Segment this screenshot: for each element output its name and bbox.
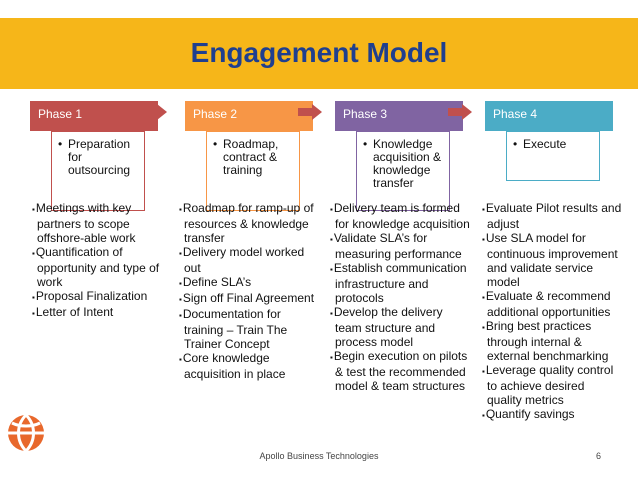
phase-1-item: Proposal Finalization xyxy=(32,289,172,305)
phase-1-box: •Preparation for outsourcing xyxy=(51,131,145,211)
page-number: 6 xyxy=(596,451,602,461)
phase-3-item: Establish communication infrastructure a… xyxy=(330,261,470,305)
phase-1-details: Meetings with key partners to scope offs… xyxy=(32,201,172,321)
phase-4-details: Evaluate Pilot results and adjust Use SL… xyxy=(482,201,622,423)
phase-4-item: Leverage quality control to achieve desi… xyxy=(482,363,622,407)
phase-2-item: Delivery model worked out xyxy=(179,245,319,275)
phase-2-item: Documentation for training – Train The T… xyxy=(179,307,319,351)
phase-3-box-text: Knowledge acquisition & knowledge transf… xyxy=(373,137,442,190)
arrow-3-icon xyxy=(448,104,472,120)
phase-3-item: Validate SLA’s for measuring performance xyxy=(330,231,470,261)
arrow-2-icon xyxy=(298,104,322,120)
phase-1-header: Phase 1 xyxy=(30,101,158,131)
phase-2-item: Define SLA’s xyxy=(179,275,319,291)
phase-3-item: Begin execution on pilots & test the rec… xyxy=(330,349,470,393)
phase-4-box: •Execute xyxy=(506,131,600,181)
phase-2-details: Roadmap for ramp-up of resources & knowl… xyxy=(179,201,319,381)
phase-3-details: Delivery team is formed for knowledge ac… xyxy=(330,201,470,393)
phase-3-header: Phase 3 xyxy=(335,101,463,131)
phase-1-box-text: Preparation for outsourcing xyxy=(68,137,131,177)
phase-4-item: Use SLA model for continuous improvement… xyxy=(482,231,622,289)
globe-logo-icon xyxy=(8,413,44,453)
phase-4-header: Phase 4 xyxy=(485,101,613,131)
phase-1-label: Phase 1 xyxy=(38,107,83,121)
phase-1-item: Letter of Intent xyxy=(32,305,172,321)
title-band xyxy=(0,18,638,89)
phase-2-item: Core knowledge acquisition in place xyxy=(179,351,319,381)
phase-2-box-text: Roadmap, contract & training xyxy=(223,137,279,177)
phase-2-item: Sign off Final Agreement xyxy=(179,291,319,307)
footer-text: Apollo Business Technologies xyxy=(259,451,379,461)
phase-3-box: •Knowledge acquisition & knowledge trans… xyxy=(356,131,450,211)
phase-4-item: Quantify savings xyxy=(482,407,622,423)
phase-3-item: Delivery team is formed for knowledge ac… xyxy=(330,201,470,231)
phase-1-item: Meetings with key partners to scope offs… xyxy=(32,201,172,245)
phase-3-item: Develop the delivery team structure and … xyxy=(330,305,470,349)
phase-4-label: Phase 4 xyxy=(493,107,538,121)
phase-2-box: •Roadmap, contract & training xyxy=(206,131,300,211)
phase-2-label: Phase 2 xyxy=(193,107,238,121)
phase-4-item: Bring best practices through internal & … xyxy=(482,319,622,363)
phase-4-box-text: Execute xyxy=(523,137,567,151)
page-title: Engagement Model xyxy=(190,37,448,68)
phase-2-header: Phase 2 xyxy=(185,101,313,131)
phase-2-item: Roadmap for ramp-up of resources & knowl… xyxy=(179,201,319,245)
phase-4-item: Evaluate Pilot results and adjust xyxy=(482,201,622,231)
arrow-1-icon xyxy=(143,104,167,120)
phase-1-item: Quantification of opportunity and type o… xyxy=(32,245,172,289)
phase-4-item: Evaluate & recommend additional opportun… xyxy=(482,289,622,319)
phase-3-label: Phase 3 xyxy=(343,107,388,121)
